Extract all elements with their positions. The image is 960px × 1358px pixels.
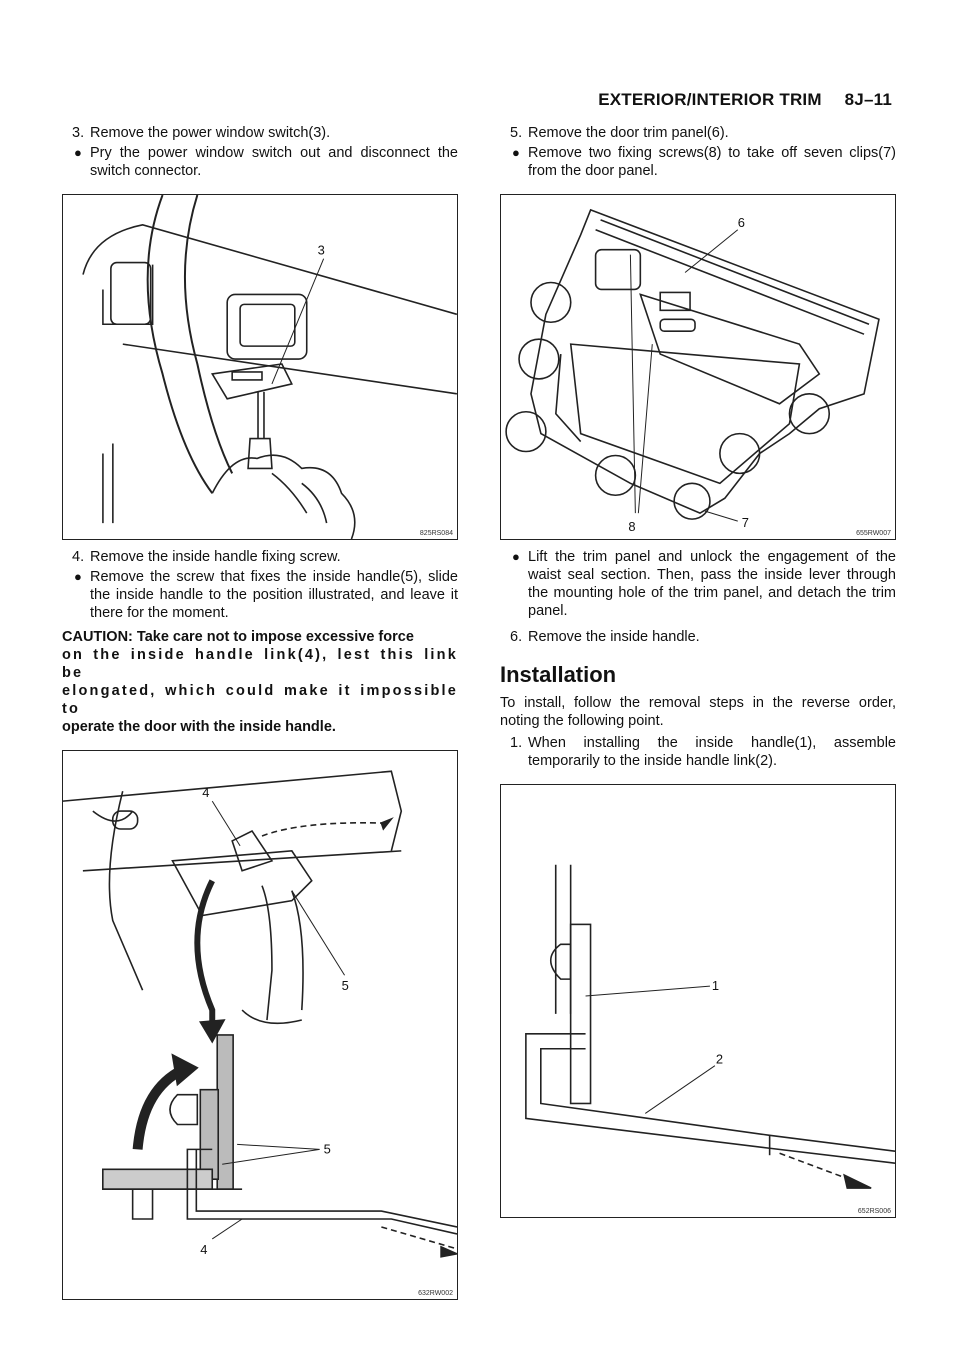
bullet-icon: ●: [74, 569, 82, 584]
callout-4-bottom: 4: [200, 1242, 207, 1257]
figure-inside-handle-link: 4 5 5 4 632RW002: [62, 750, 458, 1300]
step-5-bullet: ● Remove two fixing screws(8) to take of…: [512, 145, 896, 179]
step-6: 6.Remove the inside handle.: [510, 629, 700, 645]
callout-3: 3: [318, 243, 325, 258]
section-title-header: EXTERIOR/INTERIOR TRIM: [598, 90, 822, 109]
step-5: 5.Remove the door trim panel(6).: [510, 125, 729, 141]
page-header: EXTERIOR/INTERIOR TRIM 8J–11: [598, 90, 892, 110]
step-5-bullet-2: ● Lift the trim panel and unlock the eng…: [512, 549, 896, 619]
left-column: 3.Remove the power window switch(3). ● P…: [62, 124, 458, 1300]
step-4-bullet: ● Remove the screw that fixes the inside…: [74, 569, 458, 621]
bullet-icon: ●: [512, 145, 520, 160]
figure-power-window-switch: 3 825RS084: [62, 194, 458, 540]
inside-handle-assembly-illustration: 1 2: [525, 864, 895, 1189]
install-step-1: 1. When installing the inside handle(1),…: [510, 735, 896, 769]
installation-intro: To install, follow the removal steps in …: [500, 695, 896, 729]
bullet-icon: ●: [512, 549, 520, 564]
figure-code: 652RS006: [857, 1208, 891, 1215]
figure-code: 632RW002: [418, 1290, 453, 1297]
page-number: 8J–11: [844, 90, 892, 109]
callout-5-bottom: 5: [324, 1141, 331, 1156]
power-window-switch-illustration: 3: [82, 195, 457, 539]
callout-2: 2: [716, 1052, 723, 1067]
callout-4-top: 4: [202, 785, 209, 800]
inside-handle-link-illustration: 4 5 5 4: [63, 770, 457, 1258]
figure-code: 655RW007: [856, 530, 891, 537]
callout-1: 1: [712, 978, 719, 993]
figure-code: 825RS084: [419, 530, 453, 537]
step-3-bullet: ● Pry the power window switch out and di…: [74, 145, 458, 179]
installation-heading: Installation: [500, 662, 617, 687]
callout-5-top: 5: [342, 978, 349, 993]
figure-door-trim-panel: 6 8 7 655RW007: [500, 194, 896, 540]
door-trim-panel-illustration: 6 8 7: [505, 208, 880, 534]
callout-8: 8: [628, 519, 635, 534]
right-column: 5.Remove the door trim panel(6). ● Remov…: [500, 124, 896, 1218]
step-3: 3.Remove the power window switch(3).: [72, 125, 331, 141]
caution-note: CAUTION: Take care not to impose excessi…: [62, 629, 458, 735]
callout-7: 7: [742, 515, 749, 530]
step-4: 4.Remove the inside handle fixing screw.: [72, 549, 341, 565]
figure-inside-handle-assembly: 1 2 652RS006: [500, 784, 896, 1218]
callout-6: 6: [738, 215, 745, 230]
bullet-icon: ●: [74, 145, 82, 160]
